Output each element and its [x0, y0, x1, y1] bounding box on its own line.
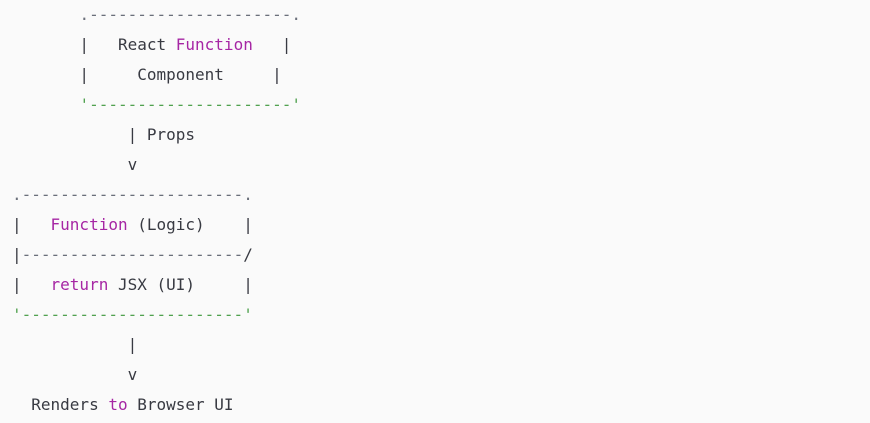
- top-box-top-border-seg-3: .: [291, 5, 302, 24]
- mid-box-return-row: | return JSX (UI) |: [0, 270, 870, 300]
- mid-box-top-border-seg-1: .-----------------------.: [12, 185, 253, 204]
- props-arrow-head-seg-0: v: [12, 155, 138, 174]
- top-box-title-row-seg-2: |: [252, 35, 292, 54]
- render-connector-line: |: [0, 330, 870, 360]
- top-box-top-border-seg-0: [12, 5, 79, 24]
- top-box-title-row: | React Function |: [0, 30, 870, 60]
- render-connector-line-seg-0: |: [12, 335, 138, 354]
- mid-box-logic-row-seg-0: |: [12, 215, 51, 234]
- mid-box-logic-row: | Function (Logic) |: [0, 210, 870, 240]
- render-output-label-seg-1: to: [108, 395, 128, 414]
- props-arrow-head: v: [0, 150, 870, 180]
- mid-box-divider-seg-0: |: [12, 245, 22, 264]
- top-box-bottom-border-seg-1: '---------------------': [79, 95, 301, 114]
- mid-box-divider: |-----------------------/: [0, 240, 870, 270]
- render-output-label-seg-2: Browser UI: [127, 395, 234, 414]
- render-arrow-head-seg-0: v: [12, 365, 138, 384]
- mid-box-return-row-seg-0: |: [12, 275, 51, 294]
- top-box-bottom-border-seg-0: [12, 95, 79, 114]
- props-connector-label-seg-0: | Props: [12, 125, 196, 144]
- top-box-subtitle-row: | Component |: [0, 60, 870, 90]
- mid-box-divider-seg-1: -----------------------: [21, 245, 244, 264]
- mid-box-logic-row-seg-1: Function: [50, 215, 128, 234]
- top-box-top-border: .---------------------.: [0, 0, 870, 30]
- mid-box-bottom-border-seg-0: '-----------------------': [12, 305, 253, 324]
- top-box-title-row-seg-0: | React: [12, 35, 176, 54]
- render-output-label: Renders to Browser UI: [0, 390, 870, 420]
- top-box-top-border-seg-2: ---------------------: [89, 5, 292, 24]
- top-box-bottom-border: '---------------------': [0, 90, 870, 120]
- top-box-subtitle-row-seg-0: | Component |: [12, 65, 282, 84]
- mid-box-top-border: .-----------------------.: [0, 180, 870, 210]
- mid-box-return-row-seg-1: return: [50, 275, 109, 294]
- mid-box-bottom-border: '-----------------------': [0, 300, 870, 330]
- mid-box-logic-row-seg-2: (Logic) |: [127, 215, 253, 234]
- mid-box-return-row-seg-2: JSX (UI) |: [108, 275, 253, 294]
- render-arrow-head: v: [0, 360, 870, 390]
- top-box-top-border-seg-1: .: [79, 5, 90, 24]
- mid-box-divider-seg-2: /: [243, 245, 253, 264]
- render-output-label-seg-0: Renders: [12, 395, 109, 414]
- props-connector-label: | Props: [0, 120, 870, 150]
- top-box-title-row-seg-1: Function: [175, 35, 253, 54]
